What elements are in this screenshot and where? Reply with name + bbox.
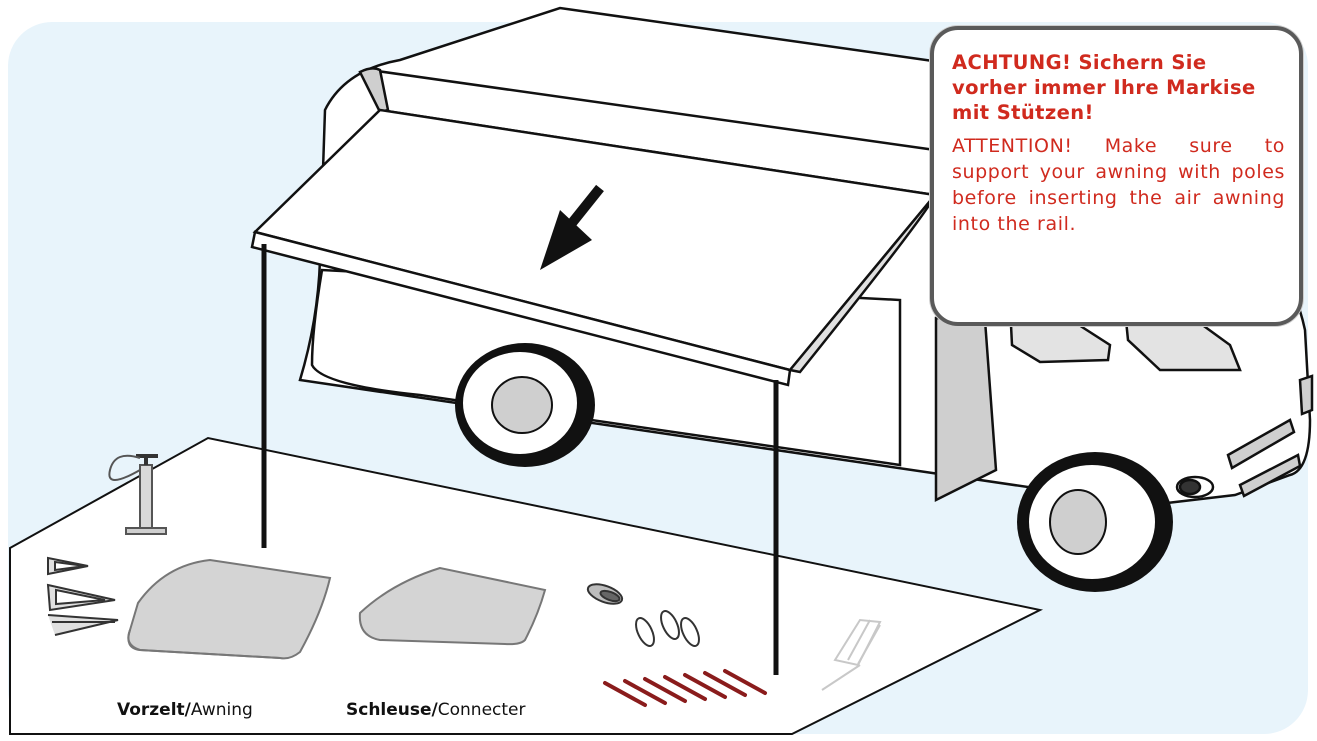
connecter-caption-en: Connecter — [438, 700, 526, 720]
awning-caption-en: Awning — [191, 700, 253, 720]
front-wheel-icon — [1017, 452, 1173, 592]
awning-caption-de: Vorzelt — [117, 700, 185, 720]
connecter-caption: Schleuse/Connecter — [346, 700, 526, 720]
rear-wheel-icon — [455, 343, 595, 467]
connecter-caption-de: Schleuse — [346, 700, 432, 720]
awning-caption: Vorzelt/Awning — [117, 700, 253, 720]
warning-box: ACHTUNG! Sichern Sie vorher immer Ihre M… — [930, 26, 1303, 326]
warning-text-en: ATTENTION! Make sure to support your awn… — [952, 133, 1285, 237]
warning-title-de: ACHTUNG! Sichern Sie vorher immer Ihre M… — [952, 50, 1285, 125]
